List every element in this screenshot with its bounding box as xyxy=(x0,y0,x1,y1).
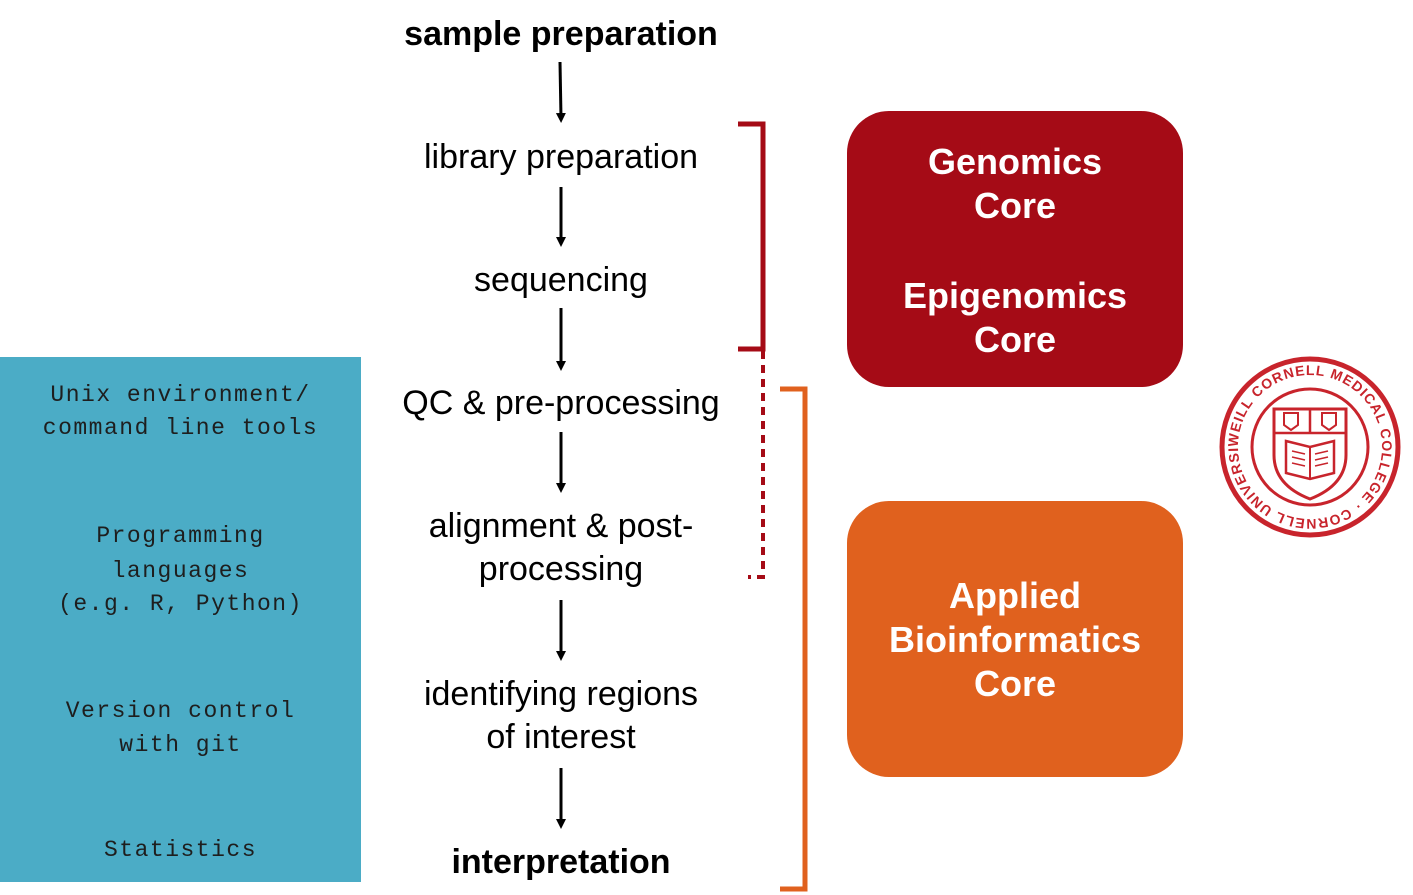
bioinformatics-core-line3: Core xyxy=(973,663,1057,704)
genomics-epigenomics-core-box: Genomics Core Epigenomics Core xyxy=(847,111,1183,387)
flow-arrows xyxy=(555,61,566,829)
epigenomics-core-line1: Epigenomics xyxy=(902,275,1128,316)
genomics-core-line1: Genomics xyxy=(927,141,1103,182)
skill-programming-line3: (e.g. R, Python) xyxy=(58,591,303,617)
step-qc-preprocessing: QC & pre-processing xyxy=(402,384,720,422)
skill-programming-line2: languages xyxy=(111,558,250,584)
skill-unix-line1: Unix environment/ xyxy=(50,382,311,408)
cornell-seal-logo: WEILL CORNELL MEDICAL COLLEGE · CORNELL … xyxy=(1219,356,1401,538)
genomics-core-line2: Core xyxy=(973,185,1057,226)
step-sequencing: sequencing xyxy=(474,261,648,299)
step-alignment-line2: processing xyxy=(478,550,644,588)
step-regions-line2: of interest xyxy=(486,718,636,756)
bioinformatics-core-line1: Applied xyxy=(949,575,1081,616)
arrow-1 xyxy=(555,61,566,123)
skills-panel: Unix environment/ command line tools Pro… xyxy=(0,357,361,882)
genomics-bracket xyxy=(738,121,766,352)
step-alignment-line1: alignment & post- xyxy=(428,507,694,545)
applied-bioinformatics-core-box: Applied Bioinformatics Core xyxy=(847,501,1183,777)
bioinformatics-core-line2: Bioinformatics xyxy=(888,619,1142,660)
skill-git-line2: with git xyxy=(119,732,242,758)
step-library-preparation: library preparation xyxy=(423,138,699,176)
step-sample-preparation: sample preparation xyxy=(404,15,718,53)
epigenomics-dashed-bracket xyxy=(748,351,765,579)
step-regions-line1: identifying regions xyxy=(423,675,699,713)
skill-git-line1: Version control xyxy=(65,698,296,724)
bioinformatics-bracket xyxy=(780,386,808,892)
skill-statistics: Statistics xyxy=(103,837,258,863)
epigenomics-core-line2: Core xyxy=(973,319,1057,360)
step-interpretation: interpretation xyxy=(451,843,671,881)
skill-programming-line1: Programming xyxy=(96,523,265,549)
skill-unix-line2: command line tools xyxy=(42,415,319,441)
